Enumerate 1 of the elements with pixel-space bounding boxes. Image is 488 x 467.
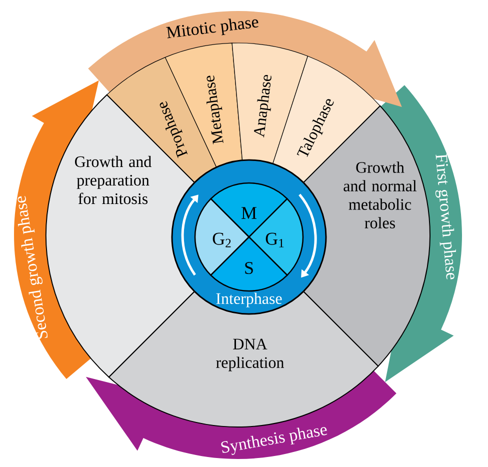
phase-arrow-band: Synthesis phase — [86, 370, 396, 459]
